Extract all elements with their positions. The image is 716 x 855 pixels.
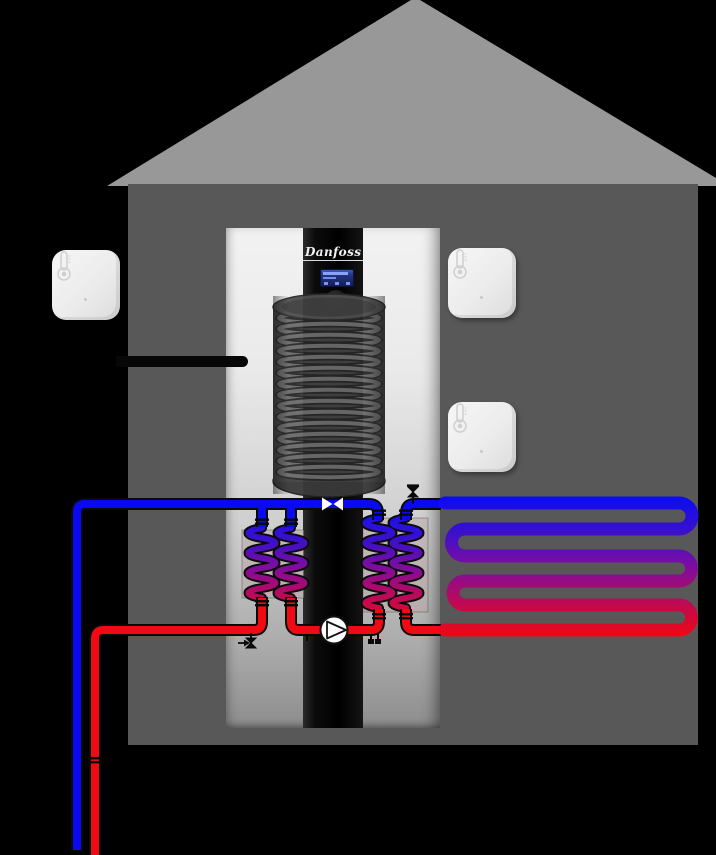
control-knob-icon bbox=[324, 290, 348, 314]
sensor-led bbox=[480, 450, 483, 453]
thermometer-icon bbox=[453, 403, 467, 433]
temperature-sensor-outdoor bbox=[52, 250, 120, 320]
temperature-sensor-room-upper bbox=[448, 248, 516, 318]
control-display bbox=[320, 269, 354, 287]
sensor-led bbox=[480, 296, 483, 299]
thermometer-icon bbox=[453, 249, 467, 279]
sensor-led bbox=[84, 298, 87, 301]
display-text-row bbox=[323, 277, 336, 279]
house-roof bbox=[107, 0, 716, 186]
thermometer-icon bbox=[57, 251, 71, 281]
brand-logo: Danfoss bbox=[303, 245, 364, 261]
temperature-sensor-room-lower bbox=[448, 402, 516, 472]
brand-logo-text: Danfoss bbox=[303, 245, 364, 261]
display-icon-row bbox=[324, 282, 350, 285]
floor-heating-loop bbox=[438, 496, 699, 637]
outdoor-line bbox=[116, 356, 248, 367]
display-text-row bbox=[323, 272, 348, 275]
